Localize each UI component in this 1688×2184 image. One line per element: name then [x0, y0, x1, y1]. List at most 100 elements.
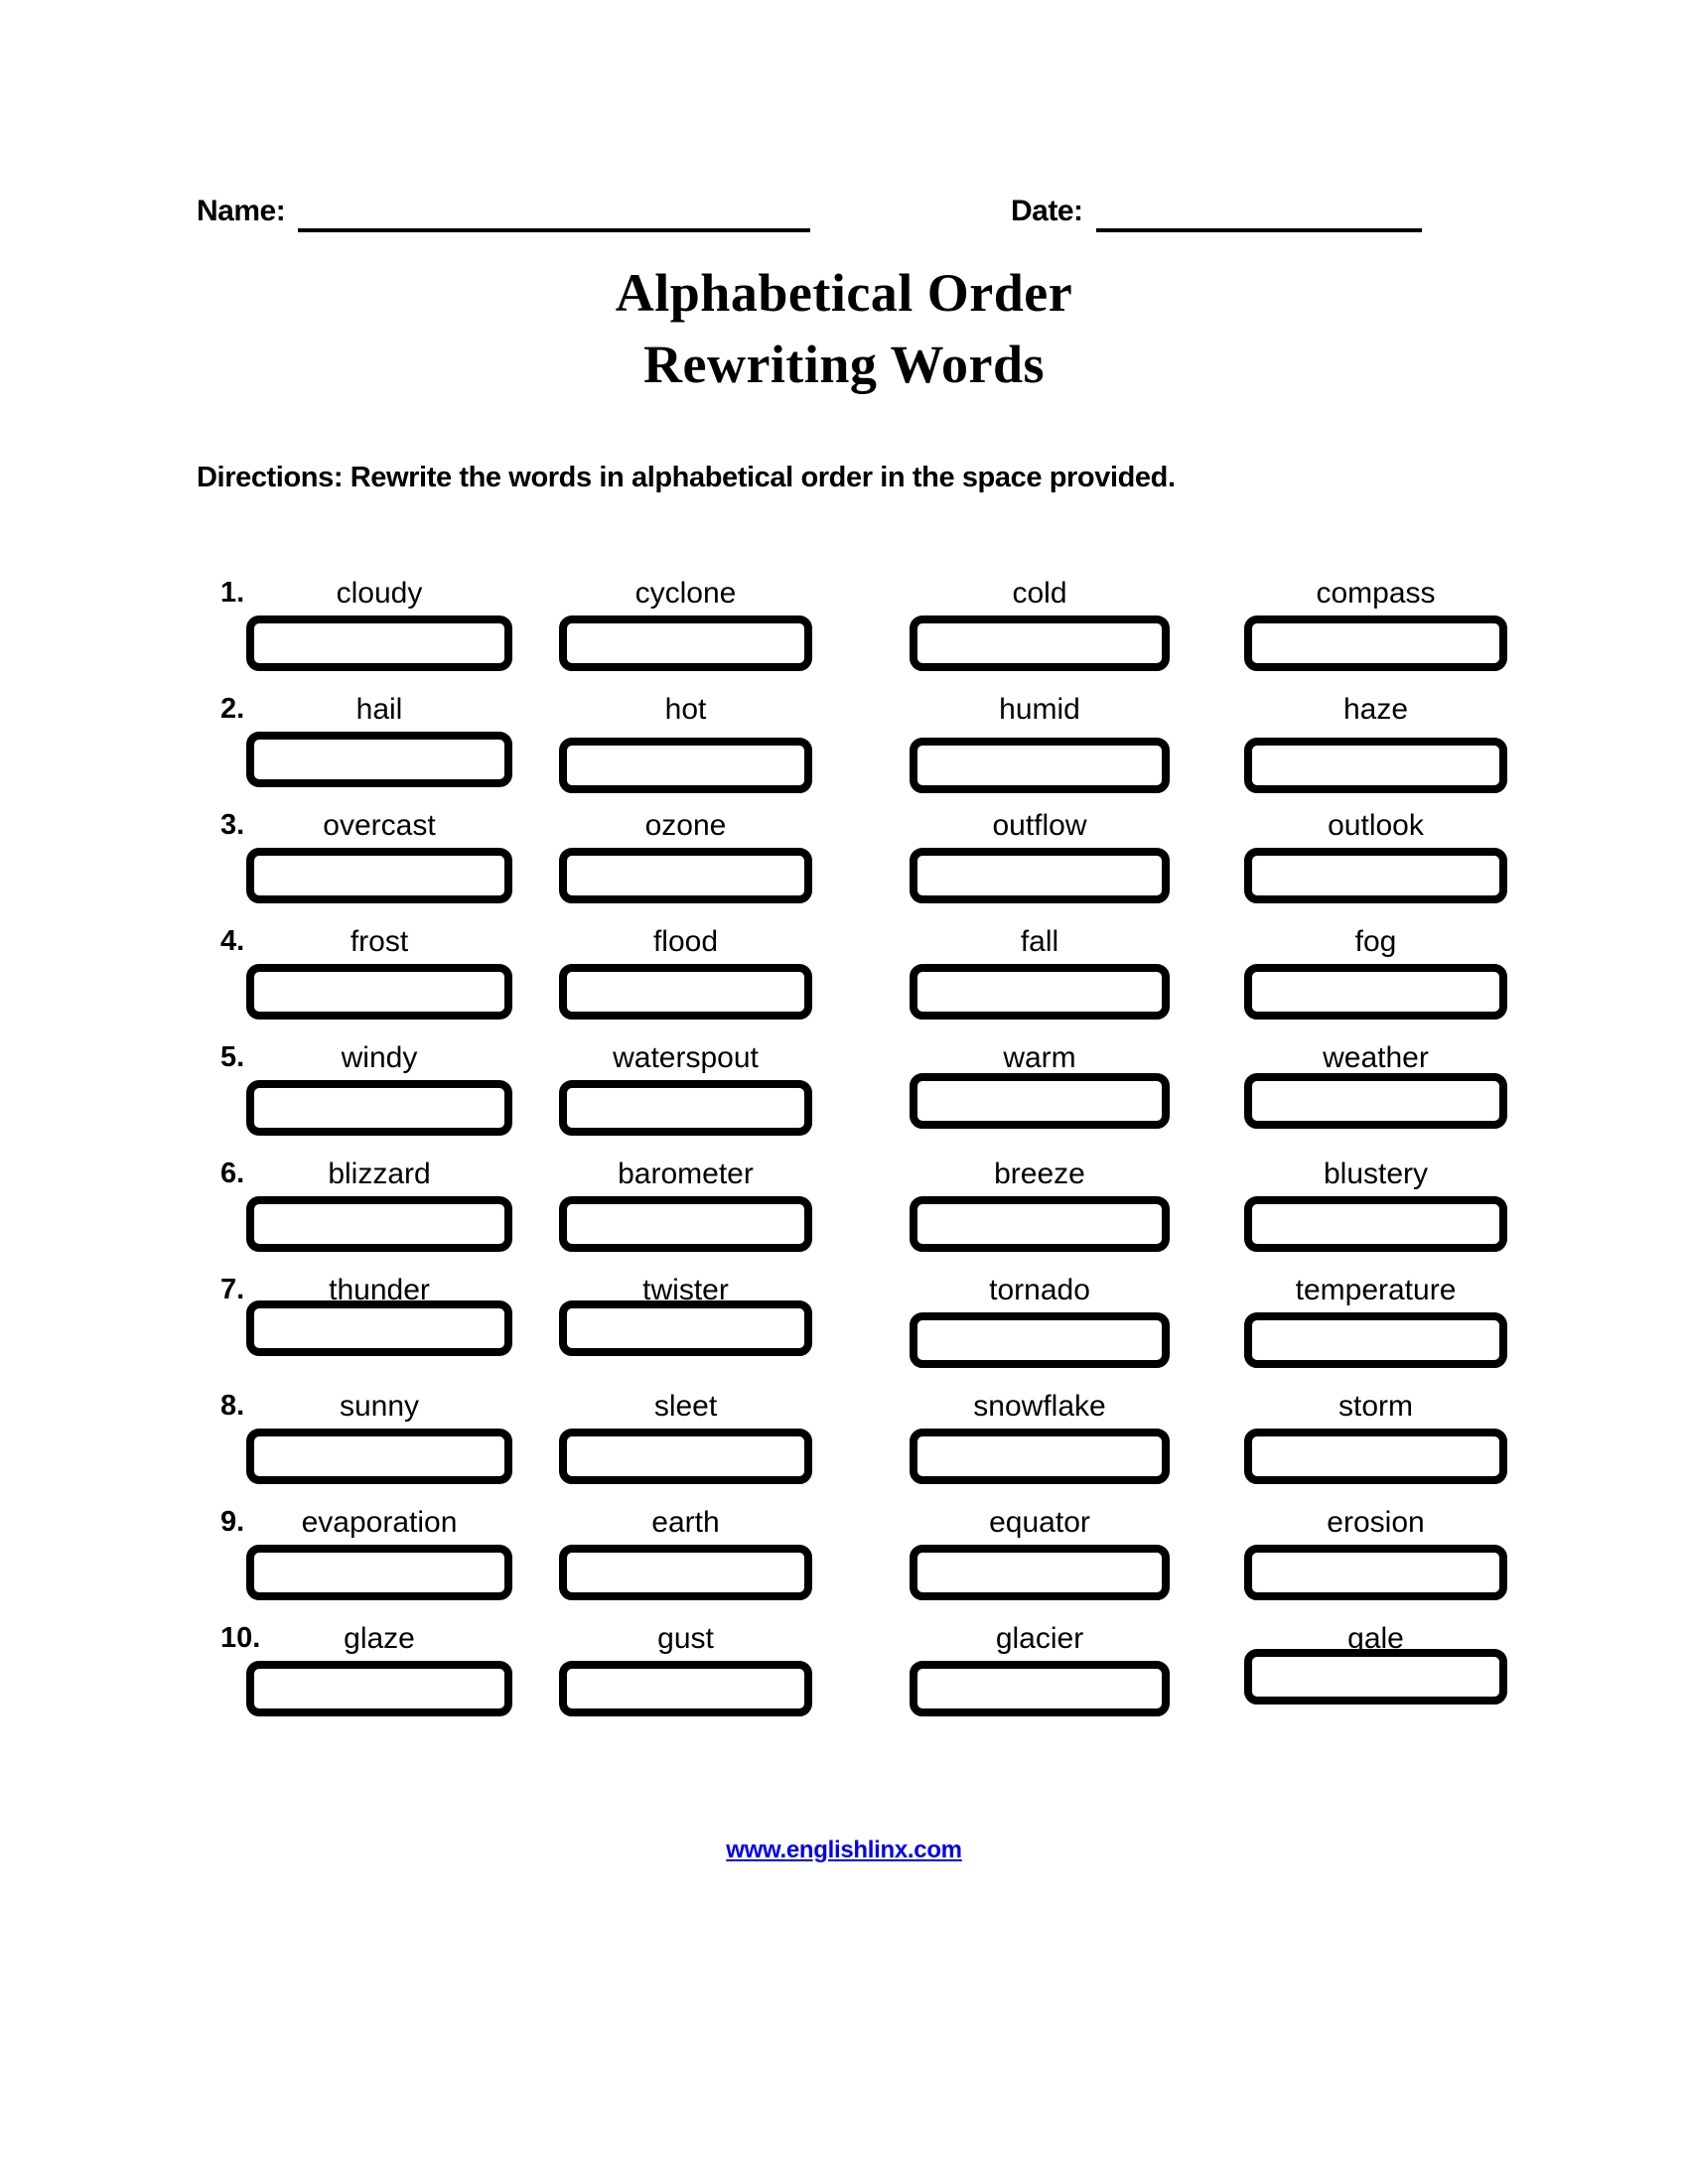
answer-box[interactable]	[246, 964, 512, 1020]
word-label: glacier	[995, 1622, 1084, 1655]
answer-box[interactable]	[910, 1196, 1170, 1252]
answer-box[interactable]	[910, 964, 1170, 1020]
answer-box[interactable]	[559, 738, 812, 793]
answer-box[interactable]	[559, 848, 812, 903]
exercise-grid: 1. cloudy cyclone cold compass 2. hail hot humid…	[0, 576, 1688, 1740]
directions-text: Directions: Rewrite the words in alphabe…	[197, 462, 1176, 493]
name-write-line[interactable]	[298, 228, 810, 232]
answer-box[interactable]	[246, 1080, 512, 1136]
word-label: outflow	[992, 809, 1087, 842]
answer-box[interactable]	[1244, 964, 1507, 1020]
row-number: 5.	[220, 1041, 245, 1073]
word-label: equator	[989, 1506, 1090, 1539]
word-label: earth	[651, 1506, 720, 1539]
student-info-row: Name: Date:	[0, 195, 1688, 242]
word-label: frost	[350, 925, 409, 958]
answer-box[interactable]	[559, 1429, 812, 1484]
answer-box[interactable]	[1244, 738, 1507, 793]
word-label: erosion	[1327, 1506, 1425, 1539]
answer-box[interactable]	[1244, 615, 1507, 671]
name-label: Name:	[197, 195, 286, 227]
answer-box[interactable]	[559, 1300, 812, 1356]
word-label: cold	[1012, 577, 1067, 610]
exercise-row: 8. sunny sleet snowflake storm	[0, 1389, 1688, 1508]
word-label: snowflake	[973, 1390, 1106, 1423]
answer-box[interactable]	[559, 1080, 812, 1136]
word-label: storm	[1338, 1390, 1413, 1423]
word-label: compass	[1316, 577, 1436, 610]
word-label: ozone	[644, 809, 727, 842]
answer-box[interactable]	[1244, 1545, 1507, 1600]
answer-box[interactable]	[246, 732, 512, 787]
word-label: temperature	[1295, 1274, 1457, 1306]
word-label: sleet	[653, 1390, 718, 1423]
word-label: blizzard	[328, 1158, 431, 1190]
answer-box[interactable]	[910, 1312, 1170, 1368]
word-label: fall	[1020, 925, 1059, 958]
word-label: waterspout	[613, 1041, 759, 1074]
answer-box[interactable]	[246, 1300, 512, 1356]
row-number: 8.	[220, 1390, 245, 1422]
answer-box[interactable]	[910, 615, 1170, 671]
word-label: glaze	[344, 1622, 415, 1655]
answer-box[interactable]	[246, 848, 512, 903]
answer-box[interactable]	[910, 1073, 1170, 1129]
answer-box[interactable]	[910, 1661, 1170, 1716]
answer-box[interactable]	[559, 615, 812, 671]
row-number: 4.	[220, 925, 245, 957]
worksheet-title-line-1: Alphabetical Order	[615, 263, 1073, 323]
row-number: 2.	[220, 693, 245, 725]
answer-box[interactable]	[1244, 1649, 1507, 1705]
word-label: hot	[664, 693, 707, 726]
word-label: weather	[1323, 1041, 1429, 1074]
date-label: Date:	[1011, 195, 1083, 227]
answer-box[interactable]	[910, 1545, 1170, 1600]
word-label: evaporation	[301, 1506, 458, 1539]
answer-box[interactable]	[246, 1196, 512, 1252]
word-label: cloudy	[336, 577, 423, 610]
word-label: sunny	[339, 1390, 420, 1423]
exercise-row: 2. hail hot humid haze	[0, 692, 1688, 811]
source-website-link[interactable]: www.englishlinx.com	[726, 1837, 962, 1863]
answer-box[interactable]	[1244, 848, 1507, 903]
row-number: 6.	[220, 1158, 245, 1189]
row-number: 3.	[220, 809, 245, 841]
answer-box[interactable]	[246, 1545, 512, 1600]
word-label: cyclone	[634, 577, 737, 610]
answer-box[interactable]	[559, 964, 812, 1020]
word-label: outlook	[1328, 809, 1424, 842]
answer-box[interactable]	[559, 1545, 812, 1600]
date-write-line[interactable]	[1096, 228, 1422, 232]
word-label: haze	[1342, 693, 1409, 726]
answer-box[interactable]	[910, 738, 1170, 793]
answer-box[interactable]	[246, 1661, 512, 1716]
answer-box[interactable]	[910, 848, 1170, 903]
word-label: windy	[341, 1041, 418, 1074]
word-label: tornado	[989, 1274, 1090, 1306]
answer-box[interactable]	[246, 615, 512, 671]
word-label: gust	[657, 1622, 714, 1655]
answer-box[interactable]	[910, 1429, 1170, 1484]
word-label: humid	[999, 693, 1080, 726]
answer-box[interactable]	[1244, 1073, 1507, 1129]
answer-box[interactable]	[559, 1661, 812, 1716]
exercise-row: 1. cloudy cyclone cold compass	[0, 576, 1688, 695]
word-label: hail	[355, 693, 403, 726]
word-label: blustery	[1323, 1158, 1429, 1190]
row-number: 1.	[220, 577, 245, 609]
row-number: 10.	[220, 1622, 261, 1654]
answer-box[interactable]	[1244, 1429, 1507, 1484]
word-label: overcast	[323, 809, 436, 842]
answer-box[interactable]	[246, 1429, 512, 1484]
answer-box[interactable]	[559, 1196, 812, 1252]
answer-box[interactable]	[1244, 1196, 1507, 1252]
word-label: flood	[652, 925, 719, 958]
word-label: barometer	[618, 1158, 754, 1190]
word-label: warm	[1003, 1041, 1076, 1074]
answer-box[interactable]	[1244, 1312, 1507, 1368]
